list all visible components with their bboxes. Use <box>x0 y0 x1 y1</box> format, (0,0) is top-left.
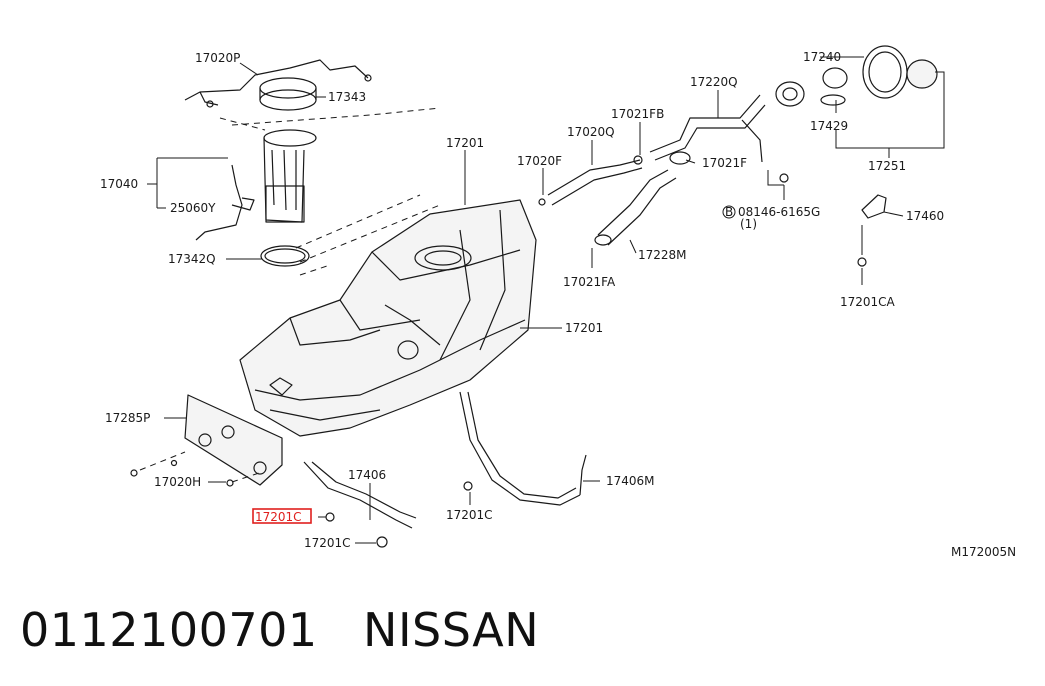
callout-17021FB: 17021FB <box>611 107 664 121</box>
highlight-box <box>252 508 312 524</box>
callout-08146-6165G: 08146-6165G <box>738 205 820 219</box>
callout-17406: 17406 <box>348 468 386 482</box>
callout-17201-top: 17201 <box>446 136 484 150</box>
callout-17201-right: 17201 <box>565 321 603 335</box>
callout-17020Q: 17020Q <box>567 125 615 139</box>
vent-tube-drawing <box>184 59 372 108</box>
callout-17201CA: 17201CA <box>840 295 896 309</box>
bolt-reference-letter: B <box>725 205 733 219</box>
callout-17220Q: 17220Q <box>690 75 738 89</box>
callout-quantity: (1) <box>740 217 757 231</box>
callout-17460: 17460 <box>906 209 944 223</box>
callout-17342Q: 17342Q <box>168 252 216 266</box>
callout-17429: 17429 <box>810 119 848 133</box>
callout-17021F: 17021F <box>702 156 747 170</box>
parts-diagram: 17020P 17343 17040 25060Y 17342Q 17201 1… <box>100 45 1016 559</box>
diagram-code: M172005N <box>951 545 1016 559</box>
callout-17285P: 17285P <box>105 411 150 425</box>
callout-25060Y: 25060Y <box>170 201 216 215</box>
callout-17020P: 17020P <box>195 51 240 65</box>
heat-insulator-drawing <box>130 394 283 487</box>
callout-17228M: 17228M <box>638 248 687 262</box>
filler-cap-drawing <box>820 45 938 106</box>
filler-hose-drawing <box>547 81 805 246</box>
callout-17020F: 17020F <box>517 154 562 168</box>
fuel-tank-drawing <box>239 199 537 437</box>
callout-17240: 17240 <box>803 50 841 64</box>
brand-name: NISSAN <box>363 603 540 657</box>
bracket-drawing <box>779 173 887 267</box>
callout-17343: 17343 <box>328 90 366 104</box>
callout-17201C-center: 17201C <box>446 508 493 522</box>
callout-17021FA: 17021FA <box>563 275 616 289</box>
callout-labels: 17020P 17343 17040 25060Y 17342Q 17201 1… <box>100 50 1016 559</box>
callout-17040: 17040 <box>100 177 138 191</box>
callout-17251: 17251 <box>868 159 906 173</box>
part-number: 0112100701 <box>20 603 318 657</box>
callout-17406M: 17406M <box>606 474 655 488</box>
assembly-lines <box>219 107 441 276</box>
callout-17201C-bottom: 17201C <box>304 536 351 550</box>
tank-strap-drawing <box>303 198 587 548</box>
fuel-pump-drawing <box>195 77 317 267</box>
leader-lines <box>147 56 945 544</box>
callout-17201C-highlighted: 17201C <box>255 510 302 524</box>
callout-17020H: 17020H <box>154 475 201 489</box>
caption: 0112100701 NISSAN <box>20 600 539 660</box>
bolt-reference-marker <box>722 205 736 219</box>
